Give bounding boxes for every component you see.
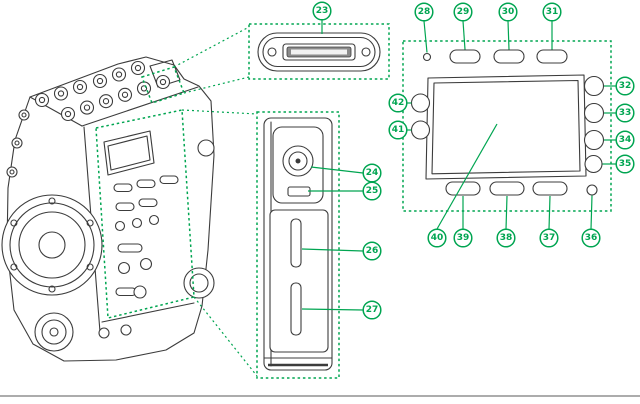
svg-text:29: 29 <box>457 7 470 17</box>
svg-text:37: 37 <box>543 233 556 243</box>
card-slot-1 <box>290 218 302 268</box>
callout-33: 33 <box>604 103 635 123</box>
callout-31: 31 <box>542 2 562 50</box>
rear-button-37 <box>532 181 568 196</box>
callout-25: 25 <box>308 181 382 201</box>
svg-text:35: 35 <box>619 159 632 169</box>
callout-42: 42 <box>388 93 412 113</box>
svg-text:39: 39 <box>457 233 470 243</box>
rear-button-33 <box>583 102 605 124</box>
rear-button-32 <box>583 75 605 97</box>
svg-text:25: 25 <box>366 186 379 196</box>
callout-36: 36 <box>581 195 601 248</box>
rear-button-29 <box>449 49 481 64</box>
rear-button-30 <box>493 49 525 64</box>
callout-34: 34 <box>604 130 635 150</box>
svg-text:38: 38 <box>500 233 513 243</box>
callout-24: 24 <box>310 163 382 183</box>
inset-rear-panel <box>402 40 612 212</box>
inset-side-slots <box>256 111 340 379</box>
lens-mount <box>1 194 103 296</box>
callout-23: 23 <box>312 1 332 34</box>
connector-screw-left <box>267 47 277 57</box>
callout-35: 35 <box>602 154 635 174</box>
side-control-dial <box>183 139 215 299</box>
top-connector-highlight-box <box>141 66 185 104</box>
svg-text:34: 34 <box>619 135 632 145</box>
svg-text:40: 40 <box>431 233 444 243</box>
rear-button-41 <box>410 120 431 140</box>
bottom-lock-wheel <box>34 312 74 352</box>
svg-text:27: 27 <box>366 305 379 315</box>
card-slot-2 <box>290 282 302 336</box>
highlight-regions <box>95 26 258 377</box>
callout-39: 39 <box>453 196 473 248</box>
callout-30: 30 <box>498 2 518 50</box>
callout-41: 41 <box>388 120 412 140</box>
callout-32: 32 <box>604 76 635 96</box>
rear-button-42 <box>410 93 431 113</box>
callout-27: 27 <box>301 300 382 320</box>
callout-26: 26 <box>301 241 382 261</box>
svg-text:33: 33 <box>619 108 632 118</box>
top-mounting-holes <box>6 60 171 178</box>
svg-text:24: 24 <box>366 168 379 178</box>
status-indicator-light <box>422 52 432 62</box>
side-control-buttons <box>98 175 179 339</box>
svg-text:42: 42 <box>392 98 405 108</box>
connector-screw-right <box>361 47 371 57</box>
rear-button-38 <box>489 181 525 196</box>
cover-latch <box>287 186 311 197</box>
svg-text:26: 26 <box>366 246 379 256</box>
rear-button-36 <box>586 184 598 196</box>
svg-text:41: 41 <box>392 125 405 135</box>
inset-top-connector <box>248 23 390 80</box>
side-display-panel <box>103 130 155 176</box>
callout-38: 38 <box>496 195 516 248</box>
camera-illustration <box>1 56 215 362</box>
svg-text:36: 36 <box>585 233 598 243</box>
callout-37: 37 <box>539 195 559 248</box>
svg-text:23: 23 <box>316 6 329 16</box>
card-slot-door <box>269 209 329 353</box>
callout-40: 40 <box>427 123 498 248</box>
callouts: 23 24 25 26 27 28 29 <box>301 1 635 320</box>
rear-button-39 <box>445 181 481 196</box>
rear-button-34 <box>583 129 605 151</box>
callout-28: 28 <box>414 2 434 53</box>
svg-text:28: 28 <box>418 7 431 17</box>
rear-button-31 <box>536 49 568 64</box>
side-panel-highlight-box <box>95 109 195 319</box>
svg-text:30: 30 <box>502 7 515 17</box>
callout-29: 29 <box>453 2 473 50</box>
lcd-screen <box>425 74 587 180</box>
rear-button-35 <box>584 154 603 174</box>
svg-text:32: 32 <box>619 81 632 91</box>
svg-text:31: 31 <box>546 7 559 17</box>
